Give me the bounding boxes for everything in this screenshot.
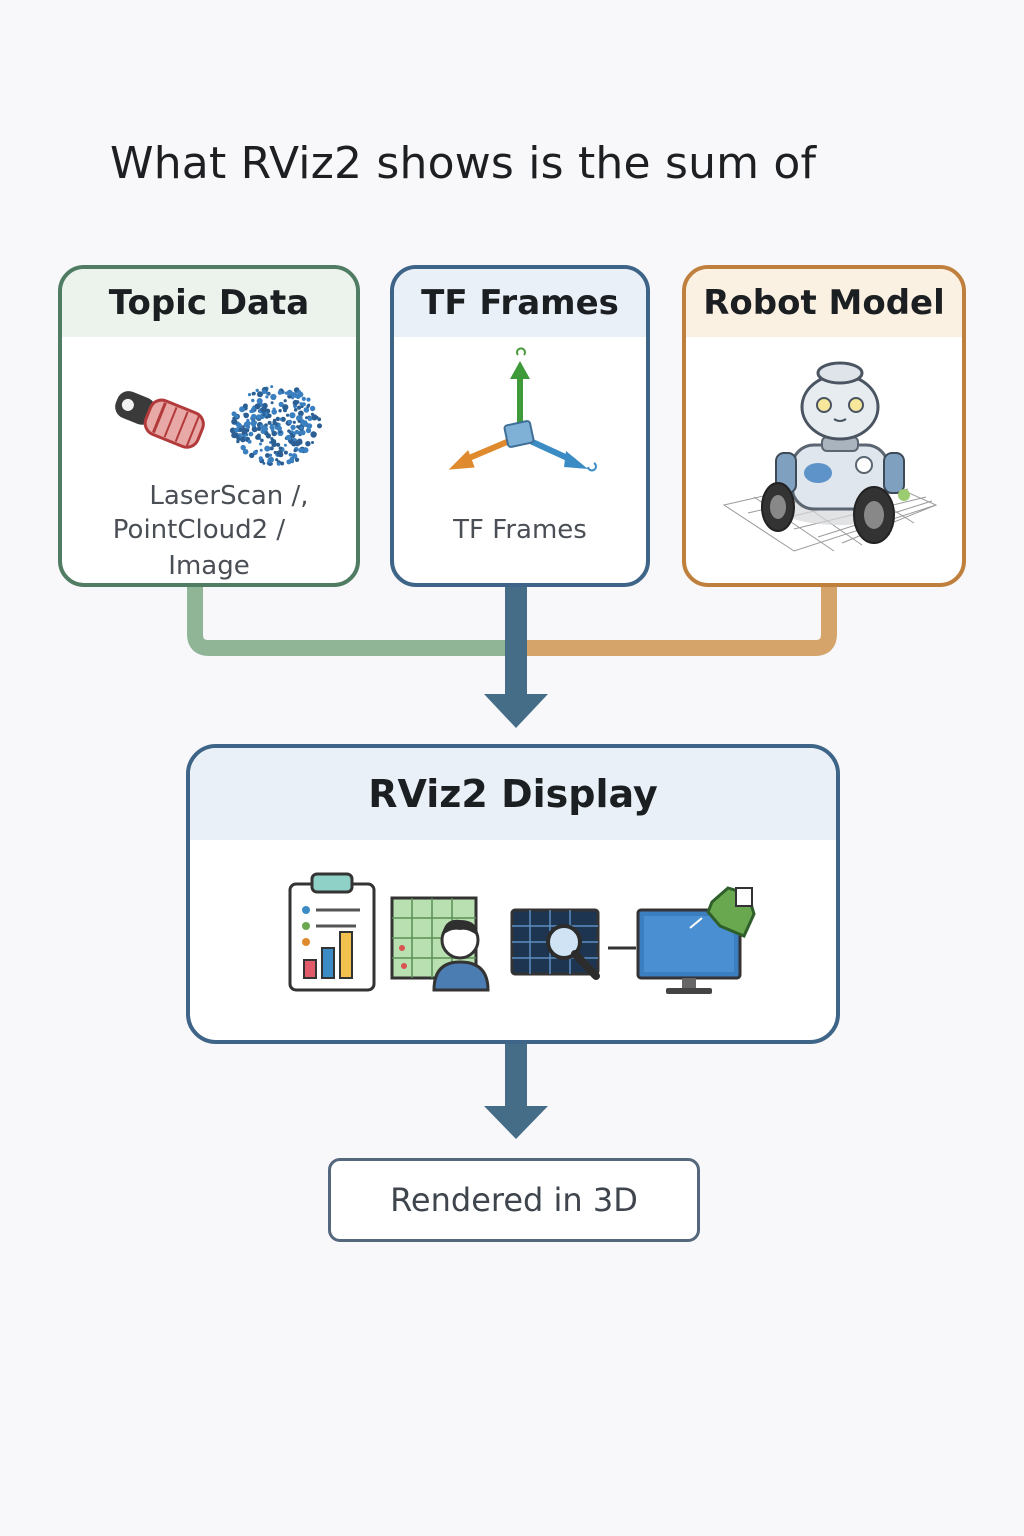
topic-connector [187, 587, 516, 656]
topic-data-box: Topic Data LaserScan /, PointCloud2 / Im… [58, 265, 360, 587]
down-arrow-head-2 [484, 1106, 548, 1139]
monitor-cursor-icon [608, 886, 756, 994]
point-cloud-icon [229, 385, 322, 466]
tf-frames-box: TF Frames TF Frames [390, 265, 650, 587]
tf-frames-caption: TF Frames [453, 515, 587, 545]
topic-caption-line-2: PointCloud2 / [112, 515, 286, 545]
topic-data-header: Topic Data [62, 269, 356, 337]
map-grid-person-icon [390, 896, 490, 992]
display-connector [505, 1043, 527, 1108]
rendered-in-3d-box: Rendered in 3D [328, 1158, 700, 1242]
rendered-in-3d-label: Rendered in 3D [390, 1181, 638, 1219]
rviz2-display-header: RViz2 Display [190, 748, 836, 840]
grid-magnifier-icon [510, 908, 600, 980]
tf-connector [505, 587, 527, 697]
robot-model-icon [722, 361, 938, 552]
topic-caption-line-1: LaserScan /, [149, 481, 309, 511]
rviz2-display-box: RViz2 Display [186, 744, 840, 1044]
down-arrow-head [484, 694, 548, 728]
clipboard-chart-icon [288, 872, 376, 992]
axes-frame-icon [448, 347, 597, 472]
page-title: What RViz2 shows is the sum of [110, 138, 817, 189]
laser-scanner-icon [115, 391, 205, 449]
topic-caption-line-3: Image [168, 551, 250, 581]
robot-model-header: Robot Model [686, 269, 962, 337]
robot-connector [516, 587, 837, 656]
tf-frames-header: TF Frames [394, 269, 646, 337]
robot-model-box: Robot Model [682, 265, 966, 587]
